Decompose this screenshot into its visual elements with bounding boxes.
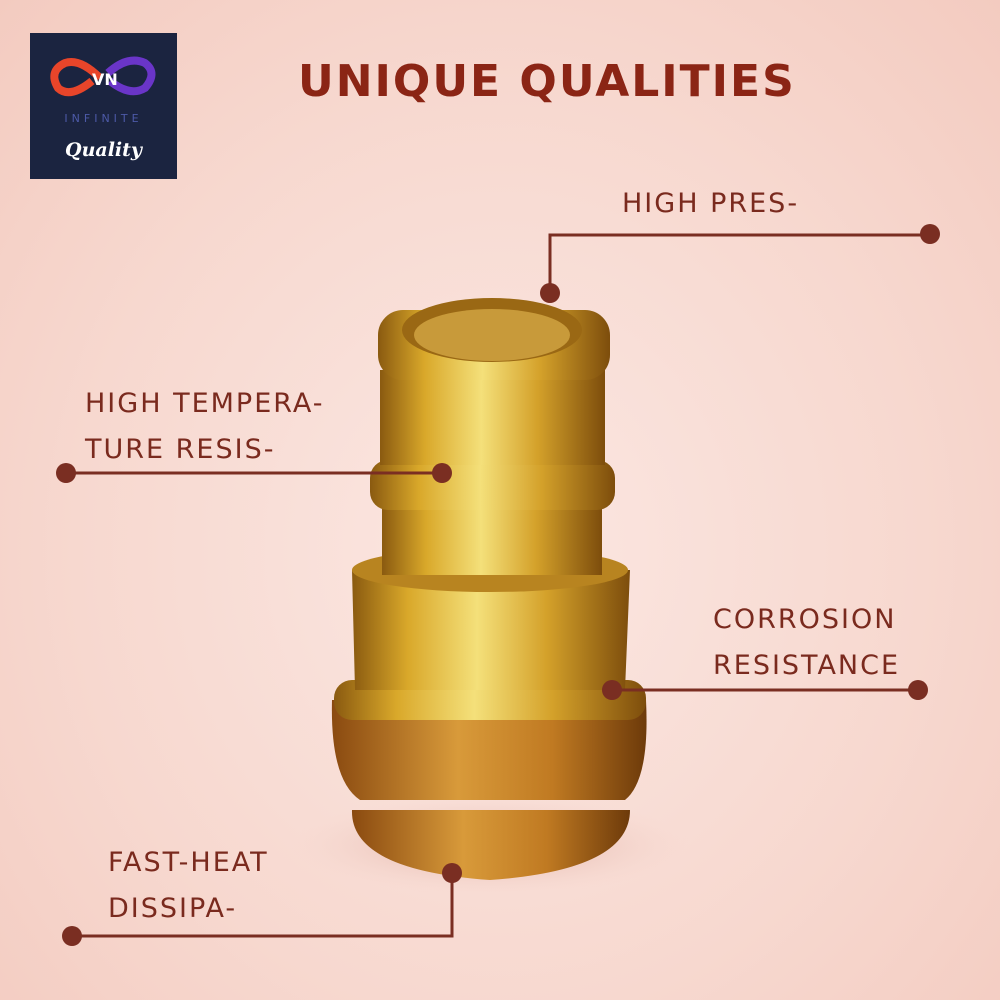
svg-text:VN: VN: [92, 70, 118, 89]
callout-high-temperature: HIGH TEMPERA- TURE RESIS-: [85, 381, 325, 473]
callout-high-pressure: HIGH PRES-: [622, 181, 799, 227]
logo-brand-text: INFINITE: [64, 112, 143, 125]
callout-line-text: FAST-HEAT: [108, 847, 269, 878]
brand-logo: VN INFINITE Quality: [30, 33, 177, 179]
logo-tagline: Quality: [65, 139, 142, 161]
callout-fast-heat-dissipation: FAST-HEAT DISSIPA-: [108, 840, 269, 932]
callout-corrosion-resistance: CORROSION RESISTANCE: [713, 597, 900, 689]
page-title: UNIQUE QUALITIES: [298, 56, 796, 107]
callout-dots: [56, 224, 940, 946]
fitting: [331, 298, 647, 880]
callout-line-text: RESISTANCE: [713, 650, 901, 681]
callout-line-text: HIGH TEMPERA-: [85, 388, 325, 419]
callout-line-text: DISSIPA-: [108, 893, 238, 924]
callout-line-text: CORROSION: [713, 604, 897, 635]
infinity-logo-icon: VN: [50, 56, 156, 97]
callout-line-text: TURE RESIS-: [85, 434, 276, 465]
callout-line-text: HIGH PRES-: [622, 188, 800, 219]
callout-lines: [66, 233, 930, 938]
